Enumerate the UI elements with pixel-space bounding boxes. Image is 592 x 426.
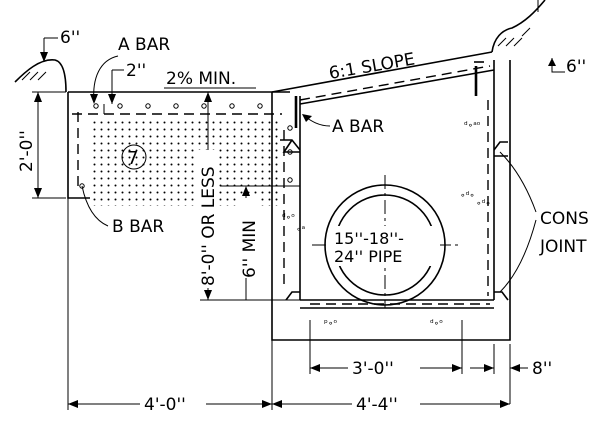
dim-6in-left-label: 6'' bbox=[60, 28, 80, 48]
dim-2in-label: 2'' bbox=[126, 61, 146, 81]
slope-2pct: 2% MIN. bbox=[164, 69, 256, 89]
ground-left bbox=[14, 59, 67, 93]
cons-joint-line1: CONS bbox=[540, 209, 589, 229]
dim-6in-right-label: 6'' bbox=[566, 57, 586, 77]
callout-cons-joint: CONS JOINT bbox=[499, 151, 589, 293]
inlet-box: ᵈ∘ᵃᵒ ∘ᵈ∘ ∘ᵈ∘ ᵈ∘ᵒ ∘ᵃ ᵖ∘ᵒ ᵈ∘ᵒ bbox=[271, 51, 511, 341]
dim-8in-label: 8'' bbox=[532, 359, 552, 379]
dim-overall: 4'-0'' 4'-4'' bbox=[67, 198, 510, 415]
pipe-section: 15''-18''- 24'' PIPE bbox=[312, 175, 460, 308]
callout-6in-left: 6'' bbox=[40, 28, 80, 62]
dim-8ft-label: 8'-0'' OR LESS bbox=[199, 166, 219, 286]
dim-2ft-label: 2'-0'' bbox=[17, 130, 37, 172]
a-bar-top-label: A BAR bbox=[118, 35, 170, 55]
slope-6to1: 6:1 SLOPE bbox=[327, 49, 416, 83]
item-number: 7 bbox=[127, 148, 138, 169]
dim-2ft: 2'-0'' bbox=[17, 91, 66, 199]
svg-text:∘ᵈ∘: ∘ᵈ∘ bbox=[460, 191, 475, 201]
a-bar-right-label: A BAR bbox=[332, 117, 384, 137]
svg-text:∘ᵈ∘: ∘ᵈ∘ bbox=[476, 199, 491, 209]
dim-4ft4-label: 4'-4'' bbox=[356, 395, 398, 415]
callout-b-bar: B BAR bbox=[81, 185, 164, 237]
dim-3ft-label: 3'-0'' bbox=[352, 359, 394, 379]
dim-6in-min: 6'' MIN bbox=[220, 185, 300, 300]
callout-a-bar-top: A BAR bbox=[90, 35, 170, 104]
slope-6to1-label: 6:1 SLOPE bbox=[327, 49, 416, 83]
dim-6in-min-label: 6'' MIN bbox=[240, 220, 260, 278]
svg-text:ᵈ∘ᵃᵒ: ᵈ∘ᵃᵒ bbox=[464, 121, 481, 131]
callout-6in-right: 6'' bbox=[537, 0, 586, 77]
svg-text:ᵈ∘ᵒ: ᵈ∘ᵒ bbox=[282, 213, 295, 223]
pipe-size-line2: 24'' PIPE bbox=[334, 247, 402, 266]
callout-a-bar-right: A BAR bbox=[302, 114, 384, 137]
dim-8in: 8'' bbox=[470, 344, 552, 404]
b-bar-label: B BAR bbox=[112, 217, 164, 237]
svg-text:ᵖ∘ᵒ: ᵖ∘ᵒ bbox=[324, 319, 337, 329]
callout-2in: 2'' bbox=[108, 61, 146, 104]
dim-3ft: 3'-0'' bbox=[309, 320, 463, 379]
svg-text:ᵈ∘ᵒ: ᵈ∘ᵒ bbox=[430, 319, 443, 329]
cons-joint-line2: JOINT bbox=[539, 237, 587, 257]
ground-right bbox=[491, 0, 546, 53]
pipe-size-line1: 15''-18''- bbox=[334, 229, 404, 248]
left-apron-slab bbox=[67, 91, 293, 199]
dim-8ft: 8'-0'' OR LESS bbox=[194, 92, 300, 301]
aggregate-fill bbox=[90, 118, 282, 206]
dim-4ft0-label: 4'-0'' bbox=[144, 395, 186, 415]
item-bubble bbox=[121, 144, 147, 170]
svg-text:∘ᵃ: ∘ᵃ bbox=[296, 225, 305, 235]
slope-2pct-label: 2% MIN. bbox=[166, 69, 236, 89]
